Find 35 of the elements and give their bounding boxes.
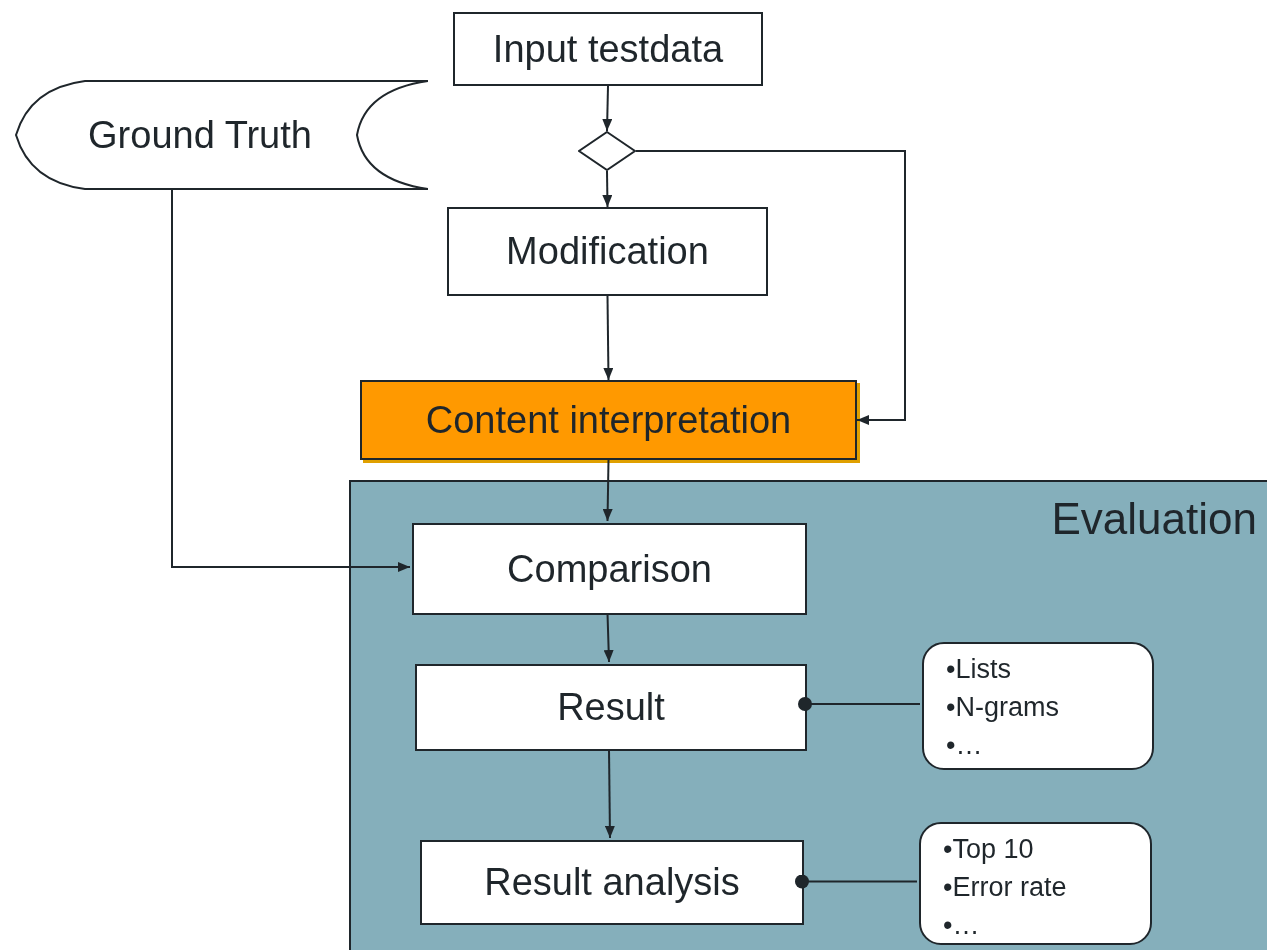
arrow bbox=[603, 295, 614, 381]
node-label: Modification bbox=[506, 229, 709, 274]
arrow bbox=[602, 459, 613, 522]
arrow bbox=[635, 150, 906, 425]
arrow bbox=[603, 612, 614, 663]
note-box bbox=[919, 822, 1152, 945]
node-label: Ground Truth bbox=[88, 112, 312, 158]
process-box bbox=[447, 207, 768, 296]
bullet-item: •Lists bbox=[946, 653, 1012, 686]
node-label: Result analysis bbox=[484, 860, 740, 905]
arrow bbox=[602, 170, 613, 208]
stored-data-shape bbox=[15, 80, 428, 190]
bullet-item: •Error rate bbox=[943, 871, 1068, 904]
arrow bbox=[604, 748, 615, 839]
node-label: Content interpretation bbox=[425, 397, 792, 443]
process-box bbox=[412, 523, 807, 615]
process-box bbox=[415, 664, 807, 751]
node-label: Result bbox=[557, 685, 665, 730]
note-box bbox=[922, 642, 1154, 770]
decision-diamond bbox=[578, 131, 636, 171]
connector-line bbox=[795, 874, 918, 889]
bullet-item: •… bbox=[943, 909, 981, 942]
process-box bbox=[453, 12, 763, 86]
bullet-item: •N-grams bbox=[946, 691, 1060, 724]
node-label: Comparison bbox=[507, 546, 712, 592]
bullet-item: •Top 10 bbox=[943, 833, 1035, 866]
bullet-item: •… bbox=[946, 729, 984, 762]
panel-heading: Evaluation bbox=[1051, 494, 1257, 543]
highlighted-process-box bbox=[360, 380, 857, 460]
evaluation-panel bbox=[349, 480, 1267, 950]
process-box bbox=[420, 840, 804, 925]
node-label: Input testdata bbox=[492, 26, 724, 72]
connector-line bbox=[798, 697, 921, 711]
arrow bbox=[171, 189, 411, 572]
arrow bbox=[602, 85, 613, 132]
